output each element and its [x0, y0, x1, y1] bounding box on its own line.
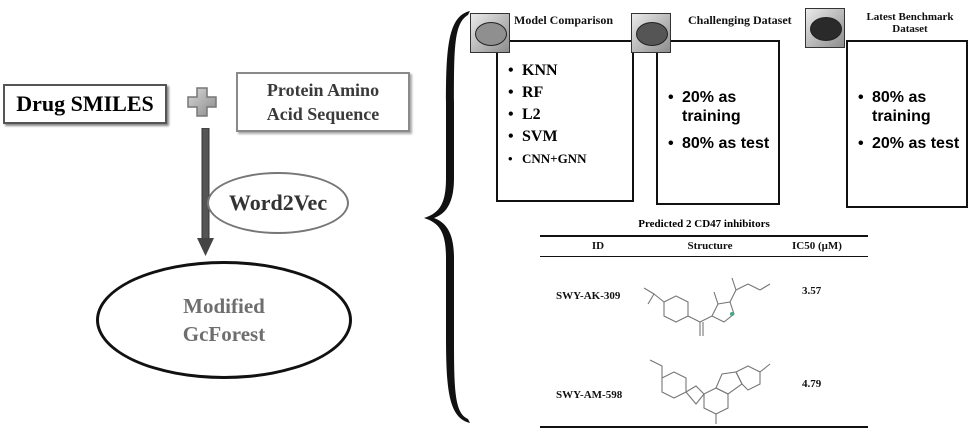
protein-sequence-box: Protein Amino Acid Sequence	[236, 72, 410, 132]
challenging-dataset-list: 20% as training 80% as test	[668, 88, 776, 153]
word2vec-label: Word2Vec	[228, 190, 328, 215]
black-oval-icon	[810, 17, 842, 41]
ic50-value: 3.57	[802, 285, 822, 297]
model-item: L2	[508, 104, 586, 126]
benchmark-title-line2: Dataset	[892, 23, 928, 35]
dark-oval-icon	[636, 22, 668, 46]
table-header-id: ID	[591, 240, 605, 252]
gcforest-label-line2: GcForest	[182, 322, 266, 346]
dataset-split-item: 20% as test	[858, 134, 966, 153]
table-title: Predicted 2 CD47 inhibitors	[638, 218, 770, 230]
table-top-rule	[540, 235, 868, 237]
benchmark-dataset-list: 80% as training 20% as test	[858, 88, 966, 153]
drug-smiles-label: Drug SMILES	[16, 91, 154, 116]
drug-smiles-box: Drug SMILES	[3, 84, 167, 124]
table-bottom-rule	[540, 426, 868, 428]
protein-label-line2: Acid Sequence	[266, 104, 380, 124]
model-item: CNN+GNN	[508, 148, 586, 170]
compound-structure-image	[649, 359, 771, 424]
table-header-ic50: IC50 (μM)	[792, 240, 842, 252]
dataset-split-item: 20% as training	[668, 88, 776, 126]
challenging-dataset-icon	[631, 13, 671, 53]
model-item: SVM	[508, 126, 586, 148]
plus-icon	[187, 87, 217, 117]
compound-id: SWY-AM-598	[556, 389, 623, 401]
table-header-rule	[540, 256, 868, 257]
benchmark-title-line1: Latest Benchmark	[866, 11, 954, 23]
benchmark-dataset-title: Latest Benchmark Dataset	[852, 11, 968, 35]
model-comparison-title: Model Comparison	[514, 13, 613, 27]
model-comparison-panel: KNN RF L2 SVM CNN+GNN	[496, 40, 634, 202]
model-list: KNN RF L2 SVM CNN+GNN	[508, 60, 586, 170]
modified-gcforest-oval: Modified GcForest	[96, 261, 352, 379]
dataset-split-item: 80% as training	[858, 88, 966, 126]
dataset-split-item: 80% as test	[668, 134, 776, 153]
gray-oval-icon	[475, 22, 507, 46]
down-arrow-icon	[197, 128, 214, 256]
ic50-value: 4.79	[802, 378, 822, 390]
gcforest-label-line1: Modified	[183, 294, 265, 318]
table-header-structure: Structure	[687, 240, 733, 252]
word2vec-oval: Word2Vec	[207, 172, 349, 234]
model-item: KNN	[508, 60, 586, 82]
challenging-dataset-panel: 20% as training 80% as test	[656, 40, 780, 205]
challenging-dataset-title: Challenging Dataset	[688, 13, 792, 27]
curly-brace-icon	[424, 11, 470, 423]
compound-id: SWY-AK-309	[556, 290, 621, 302]
protein-label-line1: Protein Amino	[266, 80, 380, 100]
model-comparison-icon	[470, 13, 510, 53]
compound-structure-image	[643, 277, 771, 336]
model-item: RF	[508, 82, 586, 104]
benchmark-dataset-panel: 80% as training 20% as test	[846, 40, 968, 208]
benchmark-dataset-icon	[805, 8, 845, 48]
